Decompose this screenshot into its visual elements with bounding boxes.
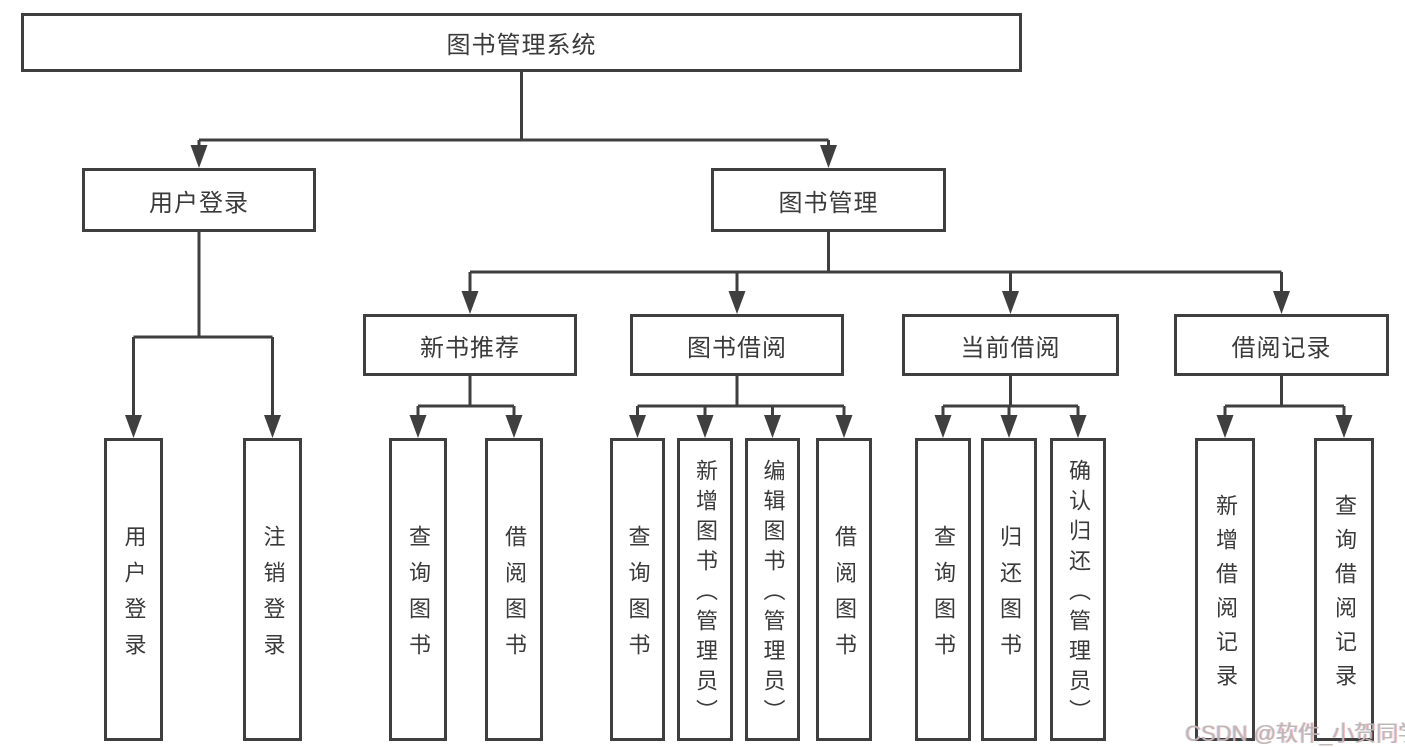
leaf-current-return: 归还图书	[981, 438, 1037, 741]
leaf-user-login: 用户登录	[104, 438, 163, 741]
leaf-current-return-label: 归还图书	[997, 524, 1022, 669]
node-new-book-recommend-label: 新书推荐	[420, 334, 520, 362]
leaf-current-confirm-admin: 确认归还（管理员）	[1050, 438, 1106, 741]
node-user-login: 用户登录	[82, 168, 316, 232]
node-borrowing-records: 借阅记录	[1174, 314, 1389, 376]
node-user-login-label: 用户登录	[149, 189, 249, 217]
leaf-records-query-label: 查询借阅记录	[1332, 493, 1357, 698]
leaf-records-add: 新增借阅记录	[1195, 438, 1255, 741]
node-current-borrowing: 当前借阅	[902, 314, 1119, 376]
leaf-current-query-label: 查询图书	[931, 524, 956, 669]
leaf-records-query: 查询借阅记录	[1314, 438, 1374, 741]
node-book-borrowing: 图书借阅	[630, 314, 844, 376]
leaf-newbook-query-label: 查询图书	[406, 524, 431, 669]
leaf-current-query: 查询图书	[915, 438, 971, 741]
leaf-borrow-query-label: 查询图书	[625, 524, 651, 669]
leaf-borrow-add-admin: 新增图书（管理员）	[677, 438, 733, 741]
leaf-user-login-label: 用户登录	[121, 524, 147, 669]
node-root-label: 图书管理系统	[446, 32, 597, 59]
node-book-management: 图书管理	[711, 168, 946, 232]
leaf-borrow-edit-admin-label: 编辑图书（管理员）	[760, 458, 786, 729]
leaf-newbook-borrow: 借阅图书	[485, 438, 543, 741]
node-new-book-recommend: 新书推荐	[363, 314, 577, 376]
leaf-logout-label: 注销登录	[260, 524, 286, 669]
leaf-records-add-label: 新增借阅记录	[1213, 493, 1238, 698]
leaf-borrow-borrow: 借阅图书	[816, 438, 872, 741]
leaf-borrow-query: 查询图书	[610, 438, 665, 741]
leaf-borrow-add-admin-label: 新增图书（管理员）	[693, 458, 718, 729]
leaf-newbook-query: 查询图书	[389, 438, 447, 741]
arrowhead-icons	[125, 145, 1353, 438]
node-book-borrowing-label: 图书借阅	[687, 334, 787, 362]
node-root: 图书管理系统	[21, 13, 1022, 72]
node-book-management-label: 图书管理	[778, 189, 879, 217]
csdn-watermark: CSDN @软件_小贺同学	[1185, 721, 1405, 746]
node-borrowing-records-label: 借阅记录	[1231, 334, 1332, 362]
leaf-logout: 注销登录	[243, 438, 302, 741]
node-current-borrowing-label: 当前借阅	[960, 334, 1061, 362]
leaf-borrow-edit-admin: 编辑图书（管理员）	[745, 438, 800, 741]
leaf-newbook-borrow-label: 借阅图书	[502, 524, 527, 669]
leaf-borrow-borrow-label: 借阅图书	[832, 524, 857, 669]
leaf-current-confirm-admin-label: 确认归还（管理员）	[1066, 458, 1091, 729]
